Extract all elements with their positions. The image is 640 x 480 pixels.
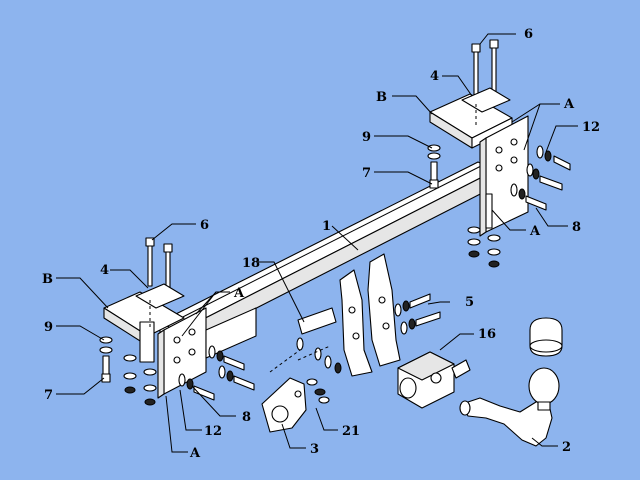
callout-21: 21 [342,424,360,439]
callout-7-top: 7 [362,166,371,181]
callout-1: 1 [322,219,331,234]
assembly-lines [149,104,477,373]
callouts: 1 2 3 4 4 5 6 6 7 7 8 8 9 9 12 12 16 18 … [42,27,600,461]
callout-6-left: 6 [200,218,209,233]
callout-9-top: 9 [362,130,371,145]
callout-2: 2 [562,440,571,455]
callout-16: 16 [478,327,496,342]
bolts-6-left [135,237,185,309]
callout-7-left: 7 [44,388,53,403]
callout-18: 18 [242,256,260,271]
callout-A-bottom: A [189,446,201,461]
callout-A-top-right: A [563,97,575,112]
callout-12-bottom: 12 [204,424,222,439]
callout-4-left: 4 [100,263,109,278]
callout-A-left: A [233,286,245,301]
callout-12-right: 12 [582,120,600,135]
callout-B-left: B [42,272,53,287]
right-mounting-bracket [429,93,529,237]
tow-ball [459,317,563,447]
callout-8-right: 8 [572,220,581,235]
callout-4-top: 4 [430,69,439,84]
leader-lines [56,33,578,453]
callout-B-top: B [376,90,387,105]
drop-plates [297,253,401,377]
callout-3: 3 [310,442,319,457]
callout-6-top: 6 [524,27,533,42]
left-mounting-bracket [103,291,257,399]
electrical-socket [397,351,471,409]
hardware-center [296,293,441,404]
callout-A-right: A [529,224,541,239]
hardware-left [99,336,255,406]
callout-5: 5 [465,295,474,310]
callout-8-bottom: 8 [242,410,251,425]
callout-9-left: 9 [44,320,53,335]
bolts-6-top [461,39,511,113]
hardware-right [427,144,571,268]
socket-plate [261,377,307,433]
